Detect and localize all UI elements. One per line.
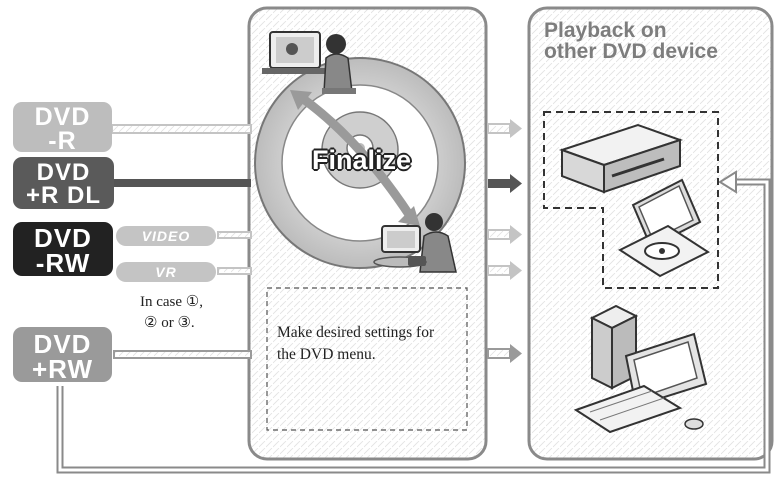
- dvd-rdl-badge: DVD +R DL: [13, 157, 114, 209]
- vr-arrow: [217, 267, 252, 275]
- person-watching-tv-icon: [262, 31, 356, 94]
- video-arrow: [217, 231, 252, 239]
- finalize-label: Finalize: [312, 145, 412, 175]
- case-note: In case ①, ② or ③.: [140, 292, 203, 334]
- case-note-line2: ② or ③.: [144, 315, 195, 331]
- connector-arrow-5: [487, 344, 522, 363]
- menu-note: Make desired settings for the DVD menu.: [277, 322, 434, 366]
- dvd-rw-line2: -RW: [35, 247, 91, 278]
- dvd-player-icon: [558, 123, 684, 194]
- dvd-rdl-line1: DVD: [36, 159, 91, 186]
- case-note-line1: In case ①,: [140, 294, 204, 310]
- connector-arrow-4: [487, 261, 522, 280]
- return-arrowhead: [718, 170, 737, 194]
- dvd-prw-line2: +RW: [31, 353, 94, 384]
- connector-arrow-1: [487, 119, 522, 138]
- desktop-computer-icon: [573, 304, 708, 434]
- portable-dvd-player-icon: [617, 178, 711, 278]
- dvd-r-line1: DVD: [34, 103, 91, 131]
- dvd-r-line2: -R: [48, 126, 77, 155]
- dvd-rw-badge: DVD -RW: [13, 222, 113, 276]
- connector-arrow-3: [487, 225, 522, 244]
- dvd-rdl-arrow: [114, 179, 251, 187]
- playback-title-line1: Playback on: [544, 19, 667, 42]
- connector-arrow-2: [488, 174, 522, 193]
- menu-note-line1: Make desired settings for: [277, 324, 435, 341]
- playback-title-line2: other DVD device: [544, 40, 718, 64]
- vr-mode-label: VR: [116, 262, 216, 282]
- dvd-prw-badge: DVD +RW: [13, 327, 112, 382]
- playback-title: Playback on other DVD device: [544, 20, 718, 63]
- double-arrow-icon: [290, 90, 420, 226]
- dvd-menu-box: [266, 287, 468, 431]
- dvd-prw-line1: DVD: [33, 329, 92, 359]
- dvd-r-arrow: [111, 124, 252, 134]
- menu-note-line2: the DVD menu.: [277, 346, 376, 363]
- dvd-rw-line1: DVD: [34, 223, 92, 253]
- dvd-r-badge: DVD -R: [13, 102, 112, 155]
- video-mode-label: VIDEO: [116, 226, 216, 246]
- person-with-camcorder-icon: [373, 213, 457, 273]
- dvd-devices-dashed-outline: [543, 111, 719, 289]
- dvd-prw-arrow: [113, 350, 252, 359]
- dvd-rdl-line2: +R DL: [25, 181, 101, 209]
